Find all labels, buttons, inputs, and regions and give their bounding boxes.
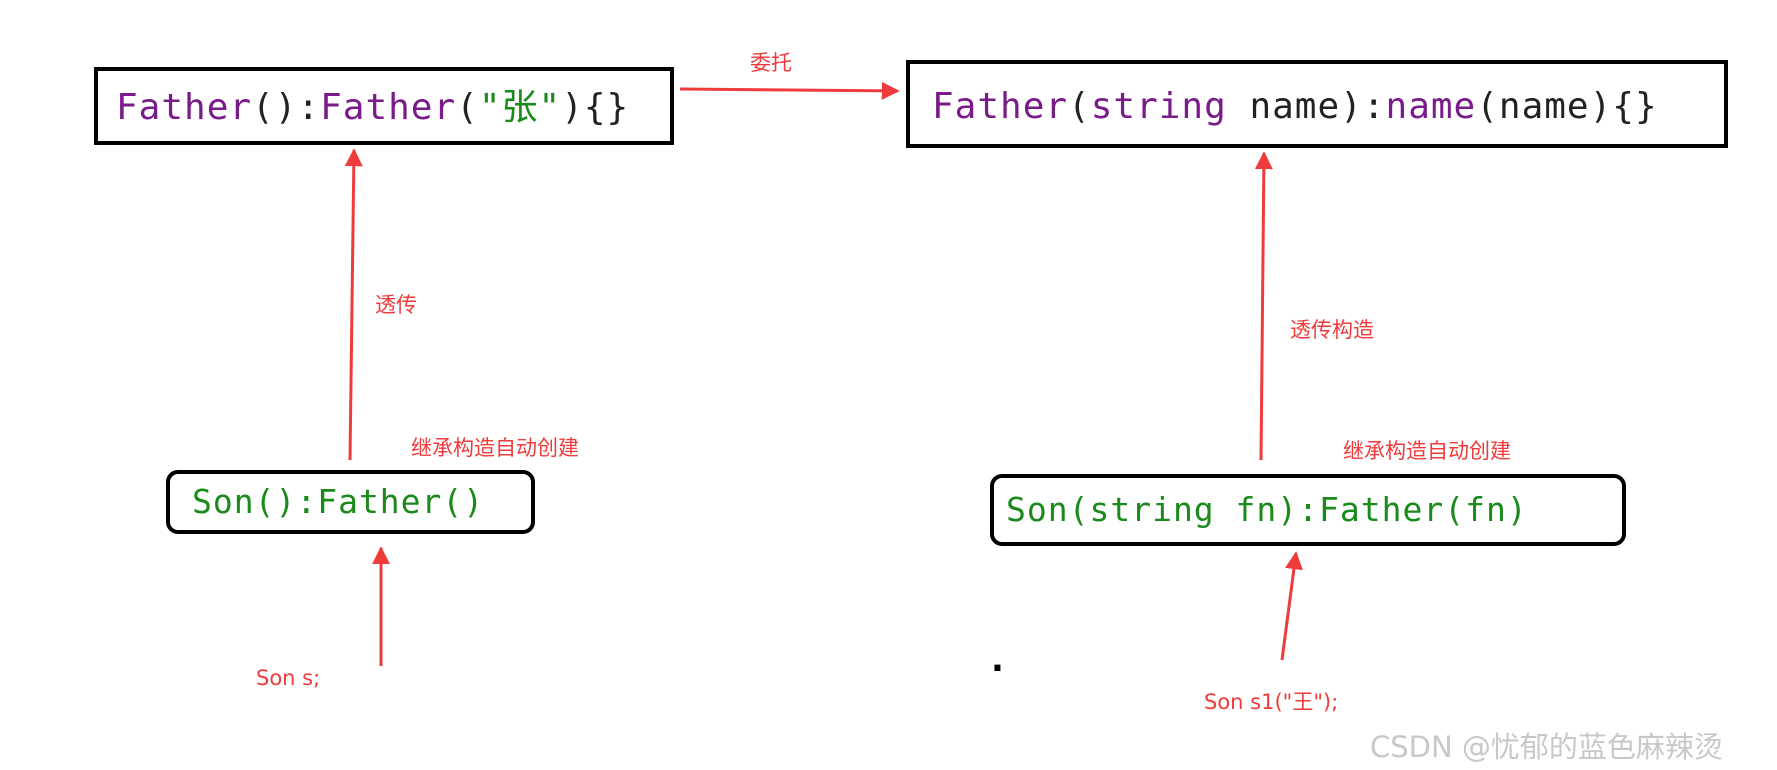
son-default-ctor-code: Son():Father() [192,482,485,521]
father-named-param: name) [1226,86,1363,127]
father-named-ctor-code: Father(string name):name(name){} [932,89,1658,125]
father-named-type: string [1090,86,1227,127]
passthrough-label-right: 透传构造 [1290,318,1374,342]
delegate-arrow [679,81,900,100]
father-ctor-body: {} [583,87,630,128]
father-named-open: ( [1068,86,1091,127]
father-named-ctor-name: Father [932,86,1069,127]
father-named-body: {} [1612,86,1658,127]
father-named-init: (name) [1476,86,1613,127]
father-ctor-open: ( [456,87,479,128]
son-s-label: Son s; [256,666,321,690]
delegate-label: 委托 [750,51,792,75]
father-ctor-close: ) [561,87,584,128]
father-ctor-arg: "张" [478,87,562,128]
inherit-label-left: 继承构造自动创建 [411,436,579,460]
passthrough-label-left: 透传 [375,293,417,317]
son-named-ctor-code: Son(string fn):Father(fn) [1006,490,1528,529]
passthrough-arrow-left [344,148,363,461]
father-named-colon: : [1362,86,1386,127]
father-named-member: name [1385,86,1477,127]
stray-dot: . [991,640,1004,680]
watermark: CSDN @忧郁的蓝色麻辣烫 [1370,730,1723,764]
son-s1-arrow [1280,551,1303,661]
father-ctor-name: Father [116,87,253,128]
father-ctor-parens: () [252,87,298,128]
son-s1-label: Son s1("王"); [1204,690,1339,714]
passthrough-arrow-right [1254,151,1273,461]
father-default-ctor-code: Father():Father("张"){} [116,90,629,126]
father-named-ctor-box [906,60,1728,148]
father-ctor-call: Father [320,87,457,128]
son-default-ctor-box [166,470,535,534]
son-named-ctor-box [990,474,1626,546]
inherit-label-right: 继承构造自动创建 [1343,439,1511,463]
father-ctor-colon: : [297,87,321,128]
father-default-ctor-box [94,67,674,145]
